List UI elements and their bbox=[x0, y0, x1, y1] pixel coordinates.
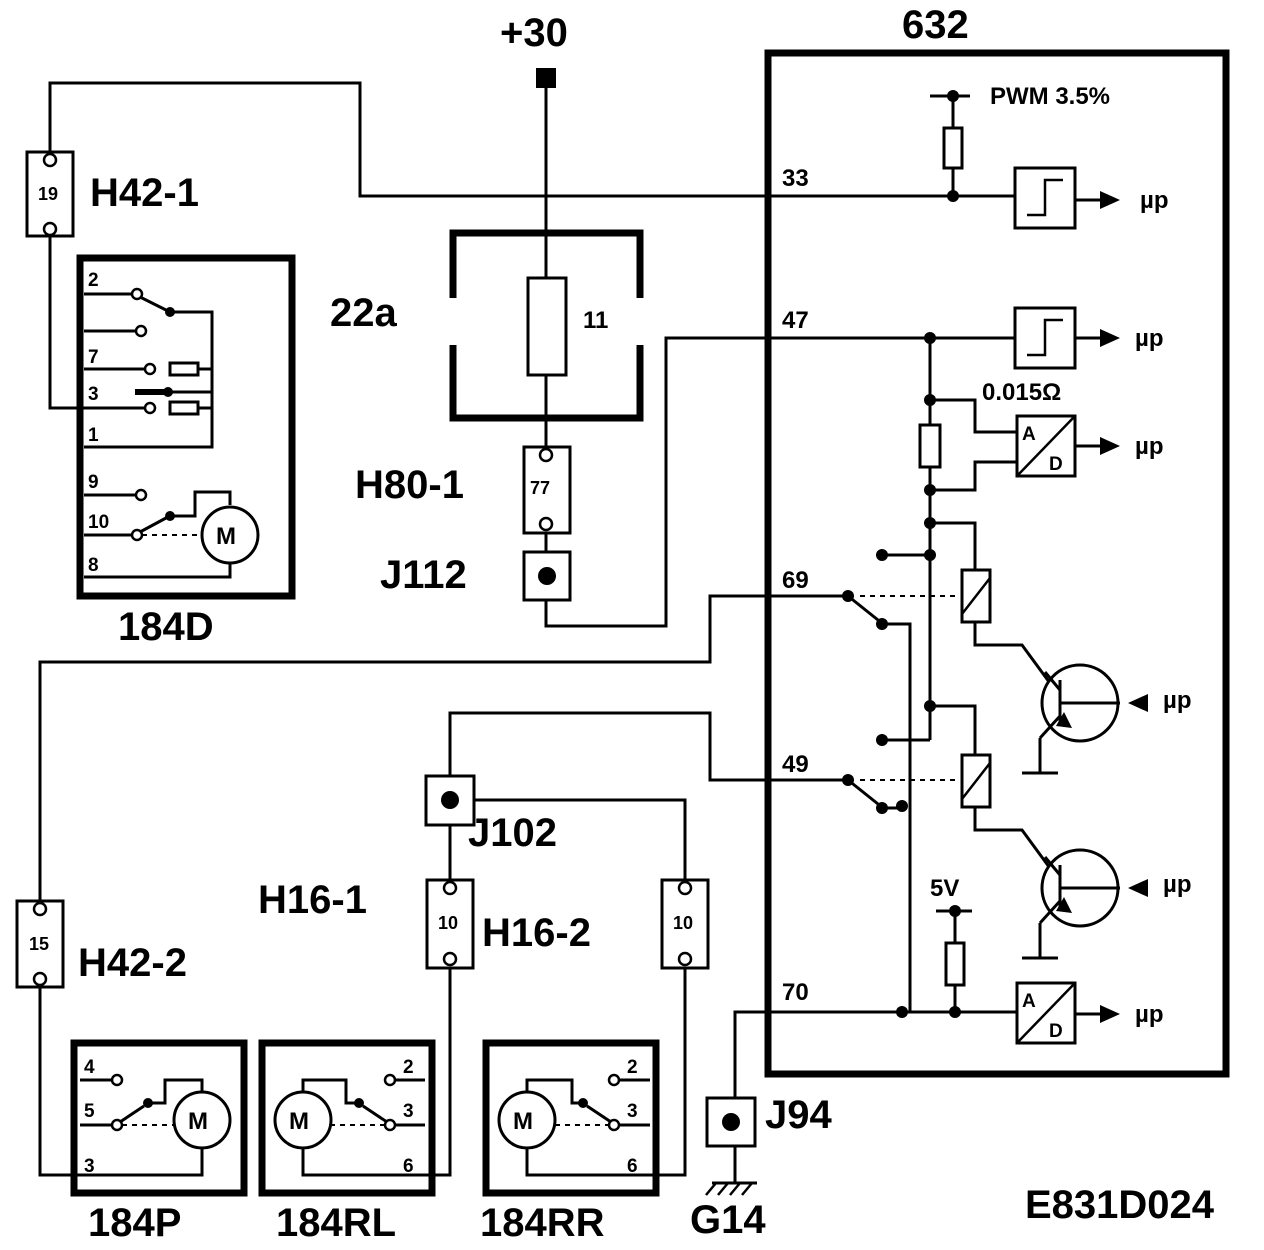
184p-pin-3: 3 bbox=[84, 1156, 95, 1177]
184d-pin-1: 1 bbox=[88, 425, 99, 446]
j112-label: J112 bbox=[380, 553, 467, 597]
184d-motor: M bbox=[216, 523, 236, 550]
184rl-pin-3: 3 bbox=[403, 1101, 414, 1122]
184rl-label: 184RL bbox=[276, 1201, 396, 1245]
184rr-pin-2: 2 bbox=[627, 1057, 638, 1078]
connector-h42-2: 15 H42-2 bbox=[15, 899, 187, 989]
184rl-pin-6: 6 bbox=[403, 1156, 414, 1177]
connector-h16-2: 10 H16-2 bbox=[482, 878, 710, 970]
pin-69-label: 69 bbox=[782, 567, 809, 594]
h16-1-label: H16-1 bbox=[258, 878, 367, 922]
supply-label: +30 bbox=[500, 11, 568, 55]
h42-2-pin: 15 bbox=[29, 934, 49, 954]
h42-1-label: H42-1 bbox=[90, 171, 199, 215]
junction-j94: J94 bbox=[705, 1093, 832, 1148]
184rr-motor: M bbox=[513, 1108, 533, 1135]
supply-30: +30 bbox=[500, 11, 568, 88]
h16-2-pin: 10 bbox=[673, 913, 693, 933]
184d-pin-9: 9 bbox=[88, 472, 99, 493]
ad1-d: D bbox=[1049, 454, 1063, 475]
h16-1-pin: 10 bbox=[438, 913, 458, 933]
component-184p: 4 5 3 M 184P bbox=[70, 1039, 248, 1245]
connector-h80-1: 77 H80-1 bbox=[355, 445, 572, 535]
module-632: 632 33 47 69 49 70 PWM 3.5% µp µp bbox=[764, 3, 1230, 1078]
wires bbox=[38, 78, 1017, 1183]
up-label-t2: µp bbox=[1163, 871, 1192, 898]
184p-motor: M bbox=[188, 1108, 208, 1135]
ad2-d: D bbox=[1049, 1021, 1063, 1042]
pin-49-label: 49 bbox=[782, 751, 809, 778]
up-label-47: µp bbox=[1135, 325, 1164, 352]
184d-pin-7: 7 bbox=[88, 347, 99, 368]
connector-h16-1: 10 H16-1 bbox=[258, 878, 475, 970]
component-184d: 2 7 3 1 9 10 8 M 1 bbox=[76, 254, 296, 649]
184p-label: 184P bbox=[88, 1201, 181, 1245]
184p-pin-5: 5 bbox=[84, 1101, 95, 1122]
fuse-label: 11 bbox=[583, 307, 608, 334]
up-label-ad2: µp bbox=[1135, 1001, 1164, 1028]
184rr-pin-3: 3 bbox=[627, 1101, 638, 1122]
h42-1-pin: 19 bbox=[38, 184, 58, 204]
junction-j102: J102 bbox=[424, 774, 557, 855]
184rl-motor: M bbox=[289, 1108, 309, 1135]
junction-j112: J112 bbox=[380, 550, 572, 602]
ad1-a: A bbox=[1022, 424, 1036, 445]
pin-47-label: 47 bbox=[782, 307, 809, 334]
reference-code: E831D024 bbox=[1025, 1183, 1215, 1227]
184d-pin-8: 8 bbox=[88, 555, 99, 576]
up-label-t1: µp bbox=[1163, 687, 1192, 714]
ground-g14: G14 bbox=[690, 1181, 766, 1242]
184rr-label: 184RR bbox=[480, 1201, 605, 1245]
h42-2-label: H42-2 bbox=[78, 941, 187, 985]
pwm-label: PWM 3.5% bbox=[990, 83, 1110, 110]
module-22a-label: 22a bbox=[330, 291, 397, 335]
up-label-ad1: µp bbox=[1135, 433, 1164, 460]
h16-2-label: H16-2 bbox=[482, 911, 591, 955]
184d-pin-10: 10 bbox=[88, 512, 109, 533]
vref-label: 5V bbox=[930, 875, 959, 902]
module-22a: 22a 11 bbox=[330, 229, 644, 422]
component-184rr: 2 3 6 M 184RR bbox=[480, 1039, 660, 1245]
ground-label: G14 bbox=[690, 1198, 766, 1242]
184d-pin-3: 3 bbox=[88, 384, 99, 405]
connector-h42-1: 19 H42-1 bbox=[25, 150, 199, 238]
184d-pin-2: 2 bbox=[88, 270, 99, 291]
184rl-pin-2: 2 bbox=[403, 1057, 414, 1078]
pin-70-label: 70 bbox=[782, 979, 809, 1006]
184p-pin-4: 4 bbox=[84, 1057, 95, 1078]
j94-label: J94 bbox=[765, 1093, 832, 1137]
ad2-a: A bbox=[1022, 991, 1036, 1012]
184d-label: 184D bbox=[118, 605, 214, 649]
pin-33-label: 33 bbox=[782, 165, 809, 192]
h80-1-label: H80-1 bbox=[355, 463, 464, 507]
184rr-pin-6: 6 bbox=[627, 1156, 638, 1177]
module-632-label: 632 bbox=[902, 3, 969, 47]
component-184rl: 2 3 6 M 184RL bbox=[258, 1039, 436, 1245]
shunt-label: 0.015Ω bbox=[982, 379, 1061, 406]
h80-1-pin: 77 bbox=[530, 478, 550, 498]
up-label-33: µp bbox=[1140, 187, 1169, 214]
j102-label: J102 bbox=[468, 811, 557, 855]
